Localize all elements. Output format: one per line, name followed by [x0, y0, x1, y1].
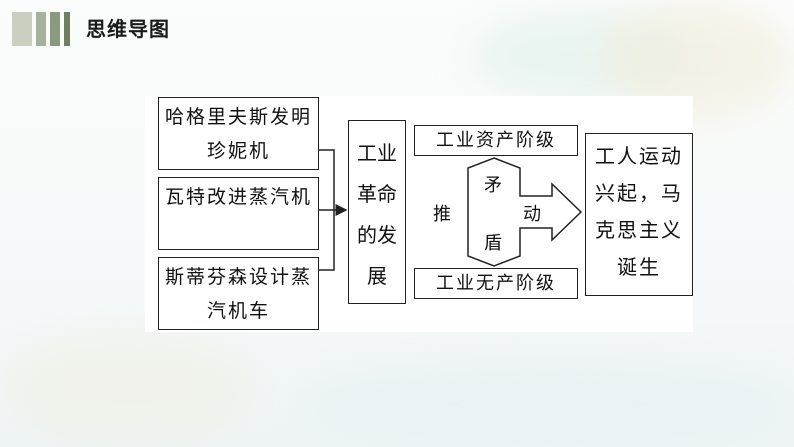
class-box-bourgeoisie: 工业资产阶级 — [414, 125, 578, 156]
center-box-industrial-revolution: 工业革命的发展 — [348, 120, 406, 304]
push-label-right: 动 — [523, 204, 541, 225]
cause-box-locomotive: 斯蒂芬森设计蒸汽机车 — [158, 257, 319, 330]
header-decoration-bar — [50, 12, 60, 46]
header-decoration-bar — [36, 12, 46, 46]
cause-box-steam-engine: 瓦特改进蒸汽机 — [158, 177, 319, 250]
header-decoration-bar — [12, 12, 32, 46]
contradiction-label-bottom: 盾 — [484, 233, 502, 254]
push-label-left: 推 — [433, 204, 451, 225]
contradiction-label-top: 矛 — [484, 175, 502, 196]
page-title: 思维导图 — [86, 17, 170, 41]
class-box-proletariat: 工业无产阶级 — [414, 268, 578, 299]
cause-box-spinning-jenny: 哈格里夫斯发明珍妮机 — [158, 97, 319, 170]
result-box-workers-movement: 工人运动兴起，马克思主义诞生 — [585, 133, 693, 296]
header-decoration-bar — [64, 12, 70, 46]
